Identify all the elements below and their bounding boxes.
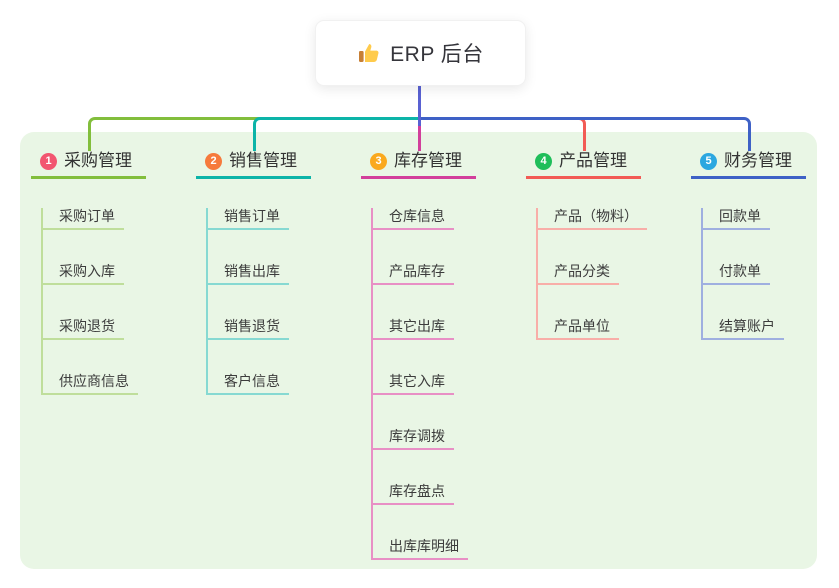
child-node[interactable]: 库存盘点	[373, 483, 454, 505]
branch-label: 销售管理	[229, 151, 297, 170]
root-connector-line	[417, 82, 421, 126]
child-node[interactable]: 产品库存	[373, 263, 454, 285]
child-node[interactable]: 仓库信息	[373, 208, 454, 230]
root-title: ERP 后台	[390, 43, 484, 66]
root-node[interactable]: ERP 后台	[315, 20, 526, 86]
child-node[interactable]: 回款单	[703, 208, 770, 230]
branch-children: 产品（物料） 产品分类产品单位	[536, 208, 647, 340]
branch-column-2: 2 销售管理销售订单销售出库销售退货客户信息	[196, 150, 311, 395]
branch-column-4: 4 产品管理产品（物料） 产品分类产品单位	[526, 150, 647, 340]
child-node[interactable]: 供应商信息	[43, 373, 138, 395]
child-node[interactable]: 其它出库	[373, 318, 454, 340]
branch-number-badge: 4	[535, 152, 552, 170]
child-node[interactable]: 销售退货	[208, 318, 289, 340]
connector-branch-2	[252, 117, 421, 151]
child-node[interactable]: 销售订单	[208, 208, 289, 230]
child-node[interactable]: 产品（物料）	[538, 208, 647, 230]
branch-node-1[interactable]: 1 采购管理	[31, 150, 146, 179]
child-node[interactable]: 采购入库	[43, 263, 124, 285]
branch-column-1: 1 采购管理采购订单采购入库采购退货供应商信息	[31, 150, 146, 395]
child-node[interactable]: 采购退货	[43, 318, 124, 340]
branch-node-4[interactable]: 4 产品管理	[526, 150, 641, 179]
branch-column-5: 5 财务管理回款单付款单结算账户	[691, 150, 806, 340]
branch-node-3[interactable]: 3 库存管理	[361, 150, 476, 179]
child-node[interactable]: 付款单	[703, 263, 770, 285]
branch-children: 回款单付款单结算账户	[701, 208, 806, 340]
connector-branch-5	[417, 117, 751, 151]
branch-node-2[interactable]: 2 销售管理	[196, 150, 311, 179]
child-node[interactable]: 采购订单	[43, 208, 124, 230]
branch-label: 库存管理	[394, 151, 462, 170]
child-node[interactable]: 出库库明细	[373, 538, 468, 560]
branch-node-5[interactable]: 5 财务管理	[691, 150, 806, 179]
child-node[interactable]: 产品单位	[538, 318, 619, 340]
child-node[interactable]: 产品分类	[538, 263, 619, 285]
child-node[interactable]: 客户信息	[208, 373, 289, 395]
mindmap-panel	[20, 132, 817, 569]
branch-number-badge: 5	[700, 152, 717, 170]
child-node[interactable]: 其它入库	[373, 373, 454, 395]
branch-number-badge: 3	[370, 152, 387, 170]
branch-label: 财务管理	[724, 151, 792, 170]
child-node[interactable]: 销售出库	[208, 263, 289, 285]
branch-label: 产品管理	[559, 151, 627, 170]
connector-branch-3	[417, 117, 421, 151]
branch-children: 采购订单采购入库采购退货供应商信息	[41, 208, 146, 395]
branch-column-3: 3 库存管理仓库信息产品库存其它出库其它入库库存调拨库存盘点出库库明细	[361, 150, 476, 560]
branch-number-badge: 1	[40, 152, 57, 170]
child-node[interactable]: 库存调拨	[373, 428, 454, 450]
thumbs-up-icon	[357, 41, 381, 65]
branch-number-badge: 2	[205, 152, 222, 170]
branch-label: 采购管理	[64, 151, 132, 170]
child-node[interactable]: 结算账户	[703, 318, 784, 340]
branch-children: 销售订单销售出库销售退货客户信息	[206, 208, 311, 395]
branch-children: 仓库信息产品库存其它出库其它入库库存调拨库存盘点出库库明细	[371, 208, 476, 560]
